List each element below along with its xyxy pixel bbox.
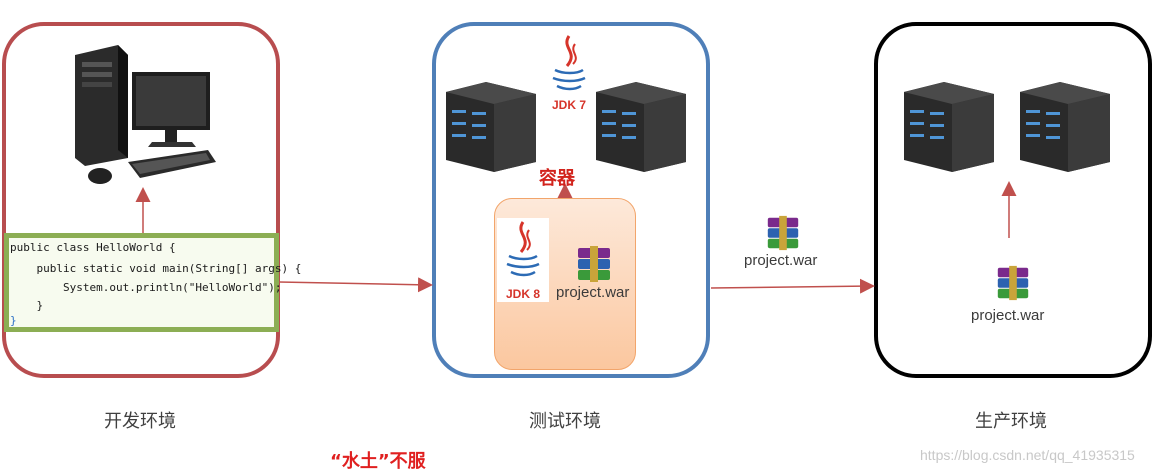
- code-line: }: [10, 299, 44, 312]
- desktop-computer-icon: [75, 45, 216, 184]
- server-rack-icon: [446, 82, 536, 172]
- java-logo-icon: [506, 221, 540, 277]
- container-war-label: project.war: [556, 284, 630, 301]
- code-snippet: public class HelloWorld { public static …: [4, 233, 301, 332]
- server-rack-icon: [904, 82, 994, 172]
- test-env-label: 测试环境: [529, 411, 601, 432]
- winrar-archive-icon: [578, 246, 610, 282]
- prod-environment-box: [874, 22, 1152, 378]
- winrar-archive-icon: [997, 265, 1029, 301]
- code-line: System.out.println("HelloWorld");: [10, 281, 282, 294]
- slogan-text: “水土”不服: [330, 451, 426, 472]
- code-line: public static void main(String[] args) {: [10, 262, 302, 275]
- server-rack-icon: [596, 82, 686, 172]
- watermark: https://blog.csdn.net/qq_41935315: [920, 447, 1135, 463]
- test-to-prod-arrow: [710, 278, 875, 294]
- winrar-archive-icon: [767, 215, 799, 251]
- prod-env-label: 生产环境: [975, 411, 1047, 432]
- server-jdk-label: JDK 7: [551, 98, 586, 112]
- server-rack-icon: [1020, 82, 1110, 172]
- dev-to-test-arrow: [278, 277, 433, 293]
- container-label: 容器: [539, 168, 575, 189]
- prod-war-label: project.war: [971, 307, 1045, 324]
- java-logo-icon: [552, 35, 586, 91]
- transfer-war-label: project.war: [744, 252, 818, 269]
- container-jdk-label: JDK 8: [505, 287, 540, 301]
- code-line: }: [10, 314, 17, 327]
- dev-env-label: 开发环境: [104, 411, 176, 432]
- code-line: public class HelloWorld {: [10, 241, 176, 254]
